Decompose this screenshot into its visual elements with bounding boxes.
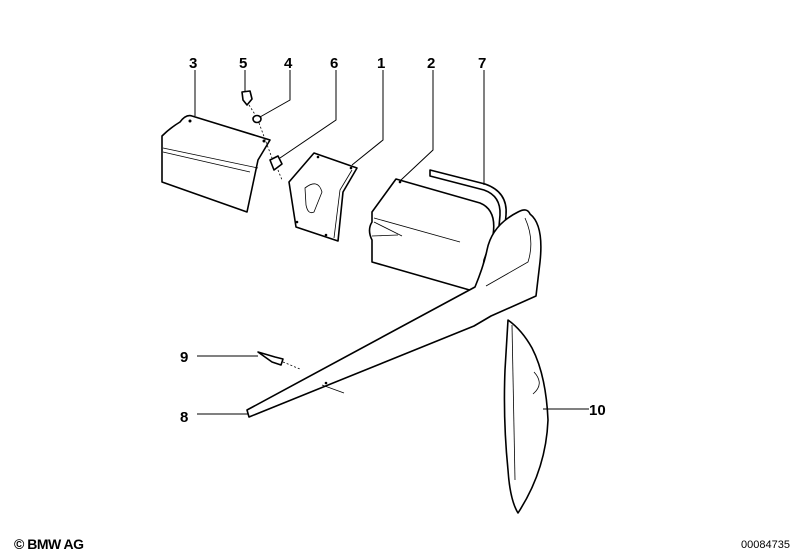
part-6-clip-nut[interactable] bbox=[269, 155, 283, 171]
part-4-washer[interactable] bbox=[252, 114, 262, 124]
part-5-screw[interactable] bbox=[241, 90, 253, 106]
part-2-cover[interactable] bbox=[368, 178, 495, 294]
copyright-label: © BMW AG bbox=[14, 536, 84, 552]
part-3-cover[interactable] bbox=[161, 114, 271, 213]
part-8-bracket[interactable] bbox=[246, 209, 542, 418]
callout-7: 7 bbox=[478, 55, 486, 72]
callout-8: 8 bbox=[180, 409, 188, 426]
callout-2: 2 bbox=[427, 55, 435, 72]
callout-4: 4 bbox=[284, 55, 293, 72]
callout-5: 5 bbox=[239, 55, 247, 72]
leader-lines bbox=[194, 70, 589, 415]
part-9-rivet[interactable] bbox=[257, 351, 345, 394]
document-number: 00084735 bbox=[741, 539, 790, 551]
callout-3: 3 bbox=[189, 55, 197, 72]
callout-9: 9 bbox=[180, 349, 188, 366]
part-10-panel[interactable] bbox=[503, 319, 549, 514]
callout-10: 10 bbox=[589, 402, 606, 419]
callout-1: 1 bbox=[377, 55, 385, 72]
part-1-bracket[interactable] bbox=[288, 152, 358, 242]
callout-6: 6 bbox=[330, 55, 338, 72]
